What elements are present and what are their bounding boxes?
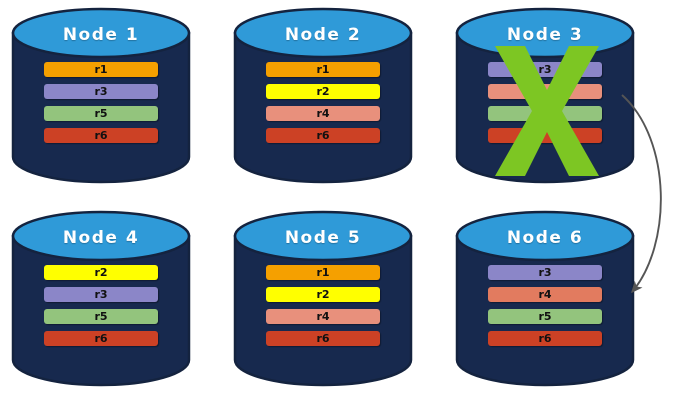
replica-bar-r6[interactable]: r6 <box>44 128 158 143</box>
replica-bar-r1[interactable]: r1 <box>266 62 380 77</box>
replica-bar-r2[interactable]: r2 <box>266 287 380 302</box>
replica-bar-r6[interactable]: r6 <box>44 331 158 346</box>
replica-label: r2 <box>316 288 330 301</box>
cylinder-top-ellipse <box>11 7 191 59</box>
cylinder-top-ellipse <box>455 7 635 59</box>
replica-label: r1 <box>316 266 330 279</box>
replica-label: r4 <box>316 310 330 323</box>
replica-label: r6 <box>94 129 108 142</box>
replica-bar-r4[interactable]: r4 <box>488 84 602 99</box>
replica-label: r2 <box>316 85 330 98</box>
replica-label: r3 <box>538 266 552 279</box>
cylinder-top-ellipse <box>233 7 413 59</box>
replica-bar-r6[interactable]: r6 <box>488 128 602 143</box>
replica-bar-r2[interactable]: r2 <box>266 84 380 99</box>
replica-label: r1 <box>316 63 330 76</box>
cylinder-top-ellipse <box>455 210 635 262</box>
replica-label: r6 <box>94 332 108 345</box>
replica-bar-r4[interactable]: r4 <box>488 287 602 302</box>
replica-bar-r2[interactable]: r2 <box>44 265 158 280</box>
replica-bar-r6[interactable]: r6 <box>266 331 380 346</box>
replica-bar-r3[interactable]: r3 <box>44 287 158 302</box>
replica-label: r5 <box>538 310 552 323</box>
replica-bar-r1[interactable]: r1 <box>266 265 380 280</box>
replica-list: r1 r3 r5 r6 <box>44 62 158 150</box>
replica-list: r2 r3 r5 r6 <box>44 265 158 353</box>
replica-label: r4 <box>316 107 330 120</box>
replica-label: r4 <box>538 288 552 301</box>
replica-label: r6 <box>316 129 330 142</box>
replica-list: r1 r2 r4 r6 <box>266 62 380 150</box>
replica-bar-r5[interactable]: r5 <box>488 309 602 324</box>
replica-label: r3 <box>94 288 108 301</box>
cylinder-node-3[interactable]: Node 3r3r4r5r6 <box>455 7 635 186</box>
cylinder-top-ellipse <box>11 210 191 262</box>
replica-label: r3 <box>538 63 552 76</box>
replica-bar-r1[interactable]: r1 <box>44 62 158 77</box>
replica-list: r3 r4 r5 r6 <box>488 265 602 353</box>
replica-label: r5 <box>94 310 108 323</box>
replica-label: r3 <box>94 85 108 98</box>
replica-list: r3 r4 r5 r6 <box>488 62 602 150</box>
replica-bar-r6[interactable]: r6 <box>266 128 380 143</box>
replica-label: r1 <box>94 63 108 76</box>
replica-bar-r3[interactable]: r3 <box>488 265 602 280</box>
replica-label: r6 <box>538 332 552 345</box>
replica-bar-r6[interactable]: r6 <box>488 331 602 346</box>
cylinder-top-ellipse <box>233 210 413 262</box>
replica-bar-r4[interactable]: r4 <box>266 309 380 324</box>
replica-bar-r3[interactable]: r3 <box>488 62 602 77</box>
replica-list: r1 r2 r4 r6 <box>266 265 380 353</box>
replica-bar-r5[interactable]: r5 <box>44 106 158 121</box>
replica-label: r5 <box>94 107 108 120</box>
replica-label: r6 <box>316 332 330 345</box>
replica-label: r2 <box>94 266 108 279</box>
replica-bar-r3[interactable]: r3 <box>44 84 158 99</box>
replica-bar-r5[interactable]: r5 <box>488 106 602 121</box>
replica-bar-r5[interactable]: r5 <box>44 309 158 324</box>
replica-bar-r4[interactable]: r4 <box>266 106 380 121</box>
